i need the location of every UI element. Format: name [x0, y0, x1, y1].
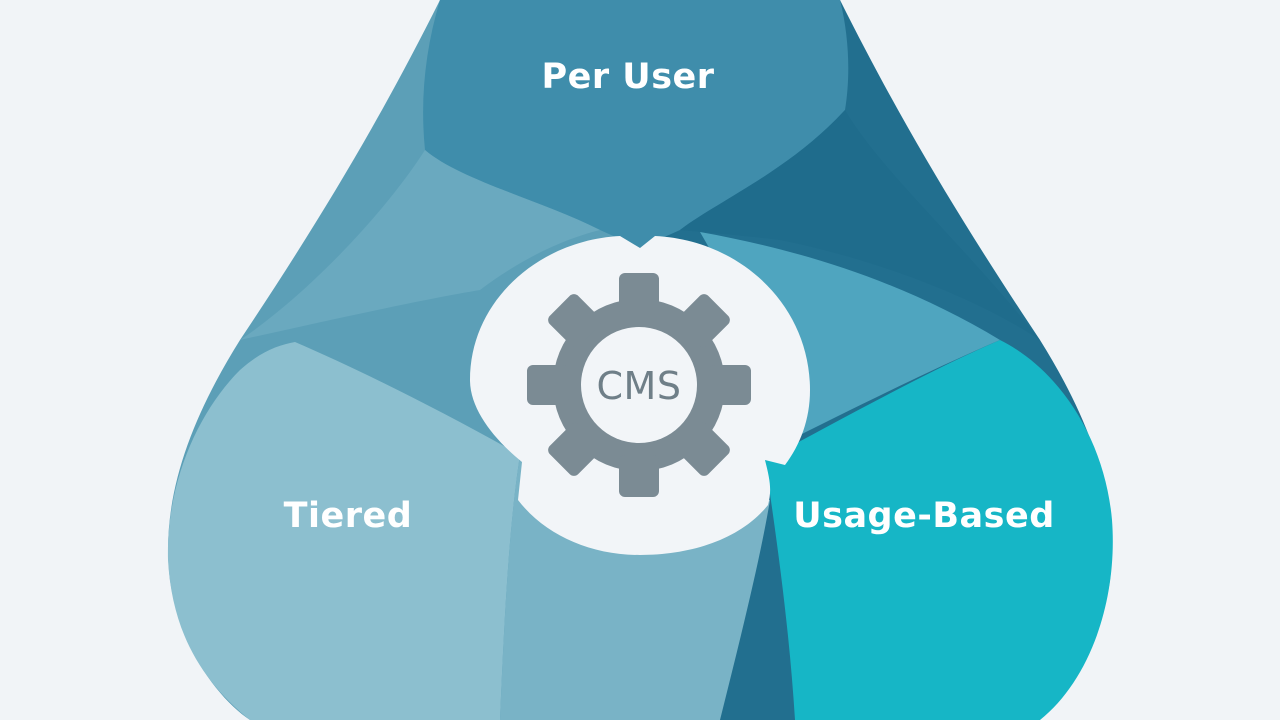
segment-per-user-facet-left [240, 150, 600, 340]
gear-icon [527, 273, 751, 497]
hub-label: CMS [597, 364, 682, 408]
segment-tiered [167, 342, 520, 720]
segment-label-usage-based: Usage-Based [793, 496, 1055, 536]
segment-per-user-facet [680, 110, 1040, 340]
segment-label-tiered: Tiered [284, 496, 413, 536]
segment-usage-based [765, 340, 1113, 720]
segment-per-user [423, 0, 849, 248]
segment-label-per-user: Per User [541, 57, 714, 97]
